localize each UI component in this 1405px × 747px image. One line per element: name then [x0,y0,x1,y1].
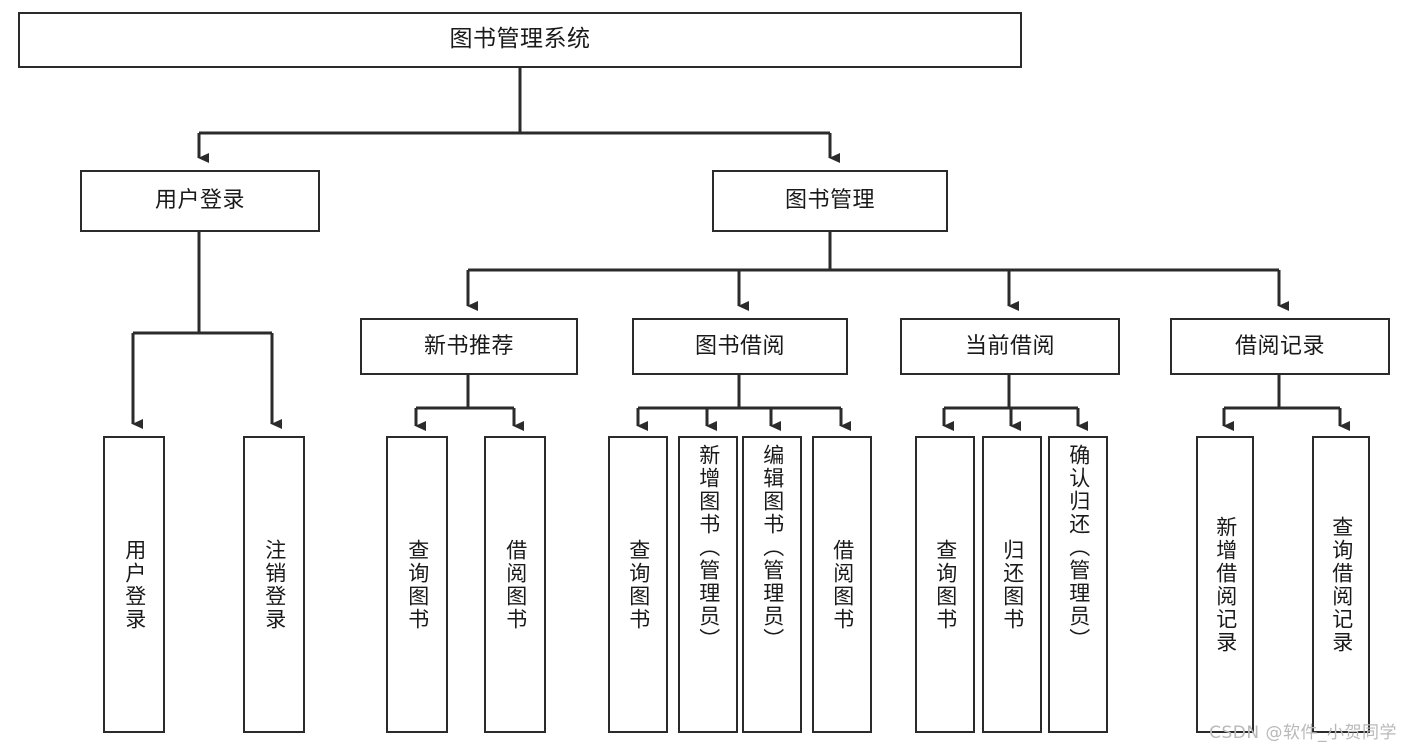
node-leaf-user-login-login[interactable]: 用户登录 [103,436,165,733]
node-new-book-recommend-label: 新书推荐 [423,333,514,359]
node-leaf-borrow-borrow-book[interactable]: 借阅图书 [812,436,872,733]
node-leaf-record-query-record-label: 查询借阅记录 [1329,515,1354,654]
node-user-login[interactable]: 用户登录 [80,170,320,232]
node-leaf-user-login-login-label: 用户登录 [122,538,147,631]
node-leaf-recommend-borrow-book[interactable]: 借阅图书 [484,436,546,733]
node-leaf-record-query-record[interactable]: 查询借阅记录 [1312,436,1370,733]
node-borrow-record-label: 借阅记录 [1234,333,1325,359]
node-leaf-borrow-edit-book[interactable]: 编辑图书（管理员） [742,436,802,733]
node-leaf-record-add-record-label: 新增借阅记录 [1213,515,1238,654]
node-leaf-current-return-book[interactable]: 归还图书 [982,436,1042,733]
node-current-borrow-label: 当前借阅 [964,333,1055,359]
node-leaf-record-add-record[interactable]: 新增借阅记录 [1196,436,1254,733]
node-new-book-recommend[interactable]: 新书推荐 [360,318,578,375]
node-root-system[interactable]: 图书管理系统 [18,12,1022,68]
node-leaf-user-login-logout-label: 注销登录 [262,538,287,631]
node-leaf-user-login-logout[interactable]: 注销登录 [243,436,305,733]
node-book-borrow[interactable]: 图书借阅 [632,318,848,375]
node-leaf-current-confirm-return-label: 确认归还（管理员） [1066,444,1091,651]
node-leaf-recommend-borrow-book-label: 借阅图书 [503,538,528,631]
node-leaf-current-query-book[interactable]: 查询图书 [915,436,975,733]
node-leaf-borrow-add-book-label: 新增图书（管理员） [696,444,721,651]
node-leaf-recommend-query-book[interactable]: 查询图书 [386,436,448,733]
node-book-borrow-label: 图书借阅 [694,333,785,359]
node-leaf-current-query-book-label: 查询图书 [933,538,958,631]
node-root-system-label: 图书管理系统 [449,26,591,53]
node-leaf-borrow-edit-book-label: 编辑图书（管理员） [760,444,785,651]
node-leaf-borrow-add-book[interactable]: 新增图书（管理员） [678,436,738,733]
node-leaf-current-confirm-return[interactable]: 确认归还（管理员） [1048,436,1108,733]
node-user-login-label: 用户登录 [154,188,245,214]
node-leaf-borrow-query-book-label: 查询图书 [626,538,651,631]
node-leaf-borrow-query-book[interactable]: 查询图书 [608,436,668,733]
node-borrow-record[interactable]: 借阅记录 [1170,318,1390,375]
node-book-management-label: 图书管理 [784,188,875,214]
node-leaf-recommend-query-book-label: 查询图书 [405,538,430,631]
node-book-management[interactable]: 图书管理 [712,170,948,232]
node-leaf-current-return-book-label: 归还图书 [1000,538,1025,631]
node-current-borrow[interactable]: 当前借阅 [900,318,1120,375]
node-leaf-borrow-borrow-book-label: 借阅图书 [830,538,855,631]
